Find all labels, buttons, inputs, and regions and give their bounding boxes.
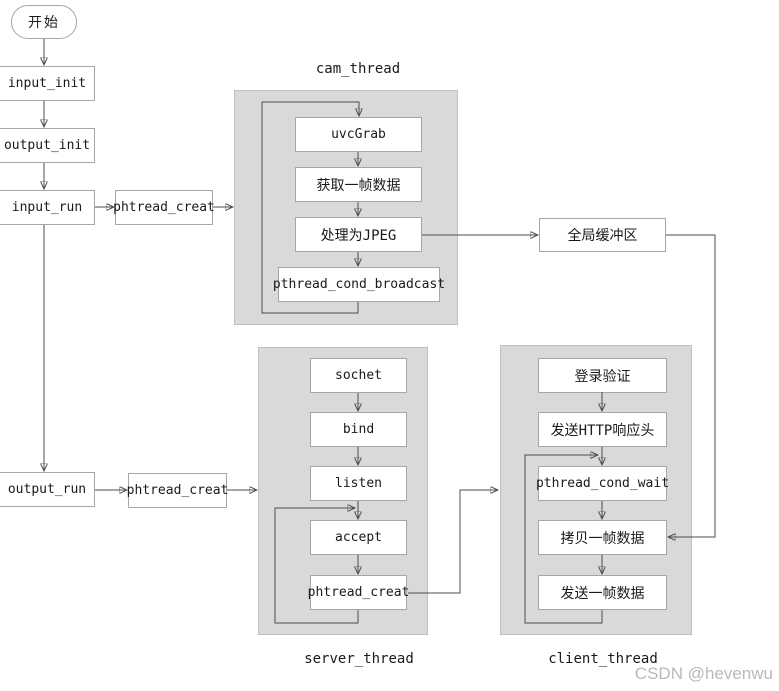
node-phtread-creat-server: phtread_creat [308, 575, 409, 610]
node-start: 开始 [11, 5, 77, 39]
node-output-run: output_run [0, 472, 95, 507]
label-cam-thread: cam_thread [315, 61, 401, 77]
node-output-init: output_init [0, 128, 95, 163]
label-server-thread: server_thread [304, 651, 414, 667]
node-listen: listen [310, 466, 407, 501]
node-phtread-creat-top: phtread_creat [113, 190, 215, 225]
node-pthread-cond-broadcast: pthread_cond_broadcast [273, 267, 445, 302]
node-sochet: sochet [310, 358, 407, 393]
node-uvcgrab: uvcGrab [295, 117, 422, 152]
node-copy-frame: 拷贝一帧数据 [538, 520, 667, 555]
watermark: CSDN @hevenwu [634, 664, 773, 683]
label-client-thread: client_thread [548, 651, 658, 667]
node-get-frame: 获取一帧数据 [295, 167, 422, 202]
node-pthread-cond-wait: pthread_cond_wait [536, 466, 669, 501]
node-send-frame: 发送一帧数据 [538, 575, 667, 610]
node-input-init: input_init [0, 66, 95, 101]
node-accept: accept [310, 520, 407, 555]
node-send-http-header: 发送HTTP响应头 [538, 412, 667, 447]
node-phtread-creat-bottom: phtread_creat [127, 473, 228, 508]
node-login-verify: 登录验证 [538, 358, 667, 393]
node-process-jpeg: 处理为JPEG [295, 217, 422, 252]
node-input-run: input_run [0, 190, 95, 225]
node-global-buffer: 全局缓冲区 [539, 218, 666, 252]
node-bind: bind [310, 412, 407, 447]
